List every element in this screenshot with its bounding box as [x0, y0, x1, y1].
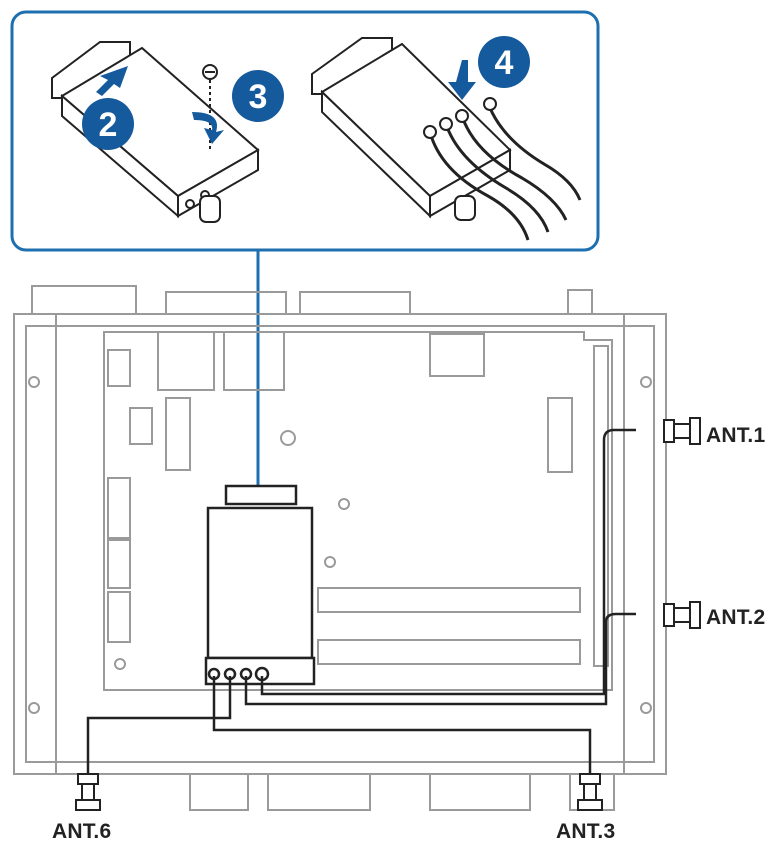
antenna-connector-1: [663, 417, 701, 445]
antenna-label-1: ANT.1: [706, 424, 766, 447]
step-number: 2: [99, 106, 118, 144]
antenna-cables-top: [428, 107, 582, 241]
antenna-label-6: ANT.6: [52, 820, 112, 843]
step-badge-3: 3: [232, 70, 284, 122]
step-number: 3: [249, 78, 268, 116]
antenna-connector-2: [663, 601, 701, 629]
antenna-connector-6: [75, 773, 101, 811]
chassis: [13, 285, 667, 811]
antenna-connect-illustration: [311, 37, 512, 221]
antenna-label-2: ANT.2: [706, 606, 766, 629]
antenna-label-3: ANT.3: [556, 820, 616, 843]
insert-arrow: [96, 66, 128, 96]
step-badge-2: 2: [82, 98, 134, 150]
press-down-arrow: [448, 60, 476, 100]
antenna-cables: [86, 428, 636, 786]
screw-rotate-arrow: [192, 112, 224, 144]
step-badge-4: 4: [478, 36, 530, 88]
step-number: 4: [495, 44, 514, 82]
wifi-card: [204, 484, 316, 686]
cable-plugs: [423, 97, 497, 139]
antenna-connector-3: [577, 773, 603, 811]
